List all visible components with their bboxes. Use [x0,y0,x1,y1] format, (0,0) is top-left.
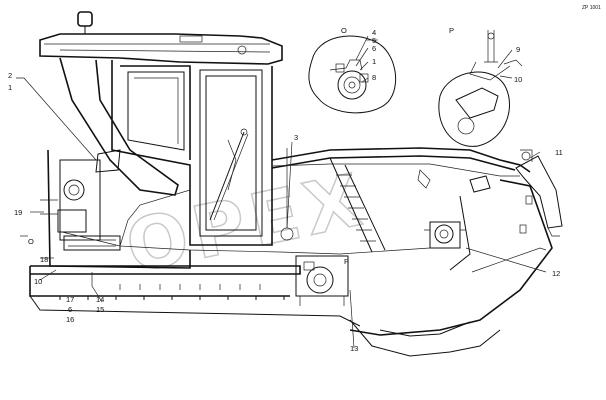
callout-6-lower: 6 [68,305,72,314]
watermark-logo: OPEX [118,156,374,290]
callout-15: 15 [96,305,104,314]
callout-12: 12 [552,269,560,278]
front-assembly [40,149,191,269]
callout-13: 13 [350,344,358,353]
view-label-p-detail: P [449,26,454,35]
callout-5: 5 [372,36,376,45]
callout-10: 10 [514,75,522,84]
callout-6: 6 [372,44,376,53]
wire-harness [61,148,547,273]
callout-10-left: 10 [34,277,42,286]
hood [271,147,553,336]
rear-attachment [515,149,563,237]
corner-code: ZP 1001 [582,5,601,11]
pump-assembly [295,255,349,306]
cab [39,11,283,246]
callout-4: 4 [372,28,376,37]
view-label-p-main: P [344,257,349,266]
callout-18: 18 [40,255,48,264]
callout-3: 3 [294,133,298,142]
callout-11: 11 [555,148,563,157]
leader-lines [16,35,547,349]
callout-16: 16 [66,315,74,324]
callout-14: 14 [96,295,104,304]
callout-2: 2 [8,71,12,80]
callout-8: 8 [372,73,376,82]
chassis-track [29,265,501,357]
callout-17: 17 [66,295,74,304]
callout-9: 9 [516,45,520,54]
callout-1-left: 1 [8,83,12,92]
alternator [424,221,466,249]
callout-19: 19 [14,208,22,217]
detail-view-o [308,35,397,114]
callout-labels: 2 1 3 O 4 5 6 1 8 P 9 10 11 12 13 19 O P… [8,26,563,353]
svg-text:OPEX: OPEX [119,157,374,290]
callout-1: 1 [372,57,376,66]
grille-steps [336,174,376,242]
view-label-o-main: O [28,237,34,246]
view-label-o-detail: O [341,26,347,35]
detail-view-p [438,30,523,147]
